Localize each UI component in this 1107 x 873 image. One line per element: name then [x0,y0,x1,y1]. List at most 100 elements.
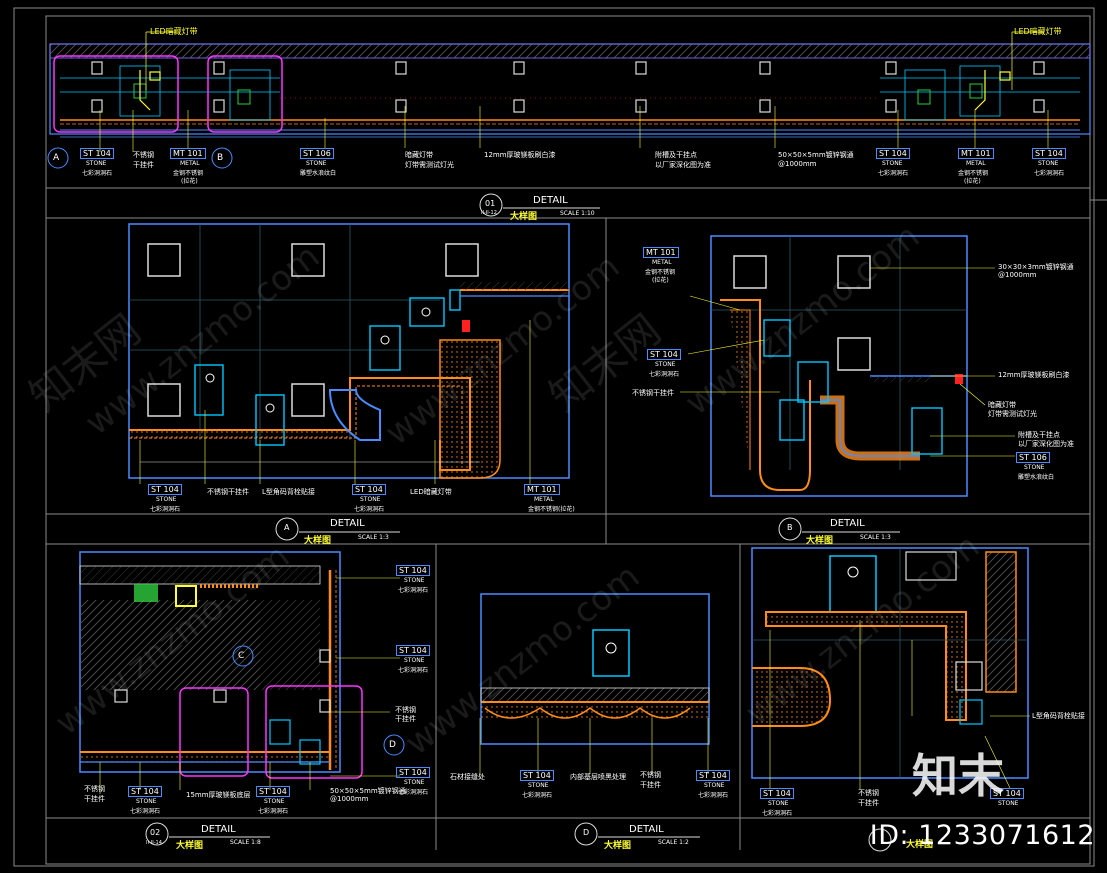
callout-a-angle: L型角码背栓贴接 [262,488,315,496]
tag-e-st104-2: ST 104 [990,788,1024,799]
tag-a-stone: STONE [156,496,177,503]
tag-a-st104-2: ST 104 [352,484,386,495]
callout-bracket2: 以厂家深化图为准 [655,161,711,169]
tag-c-st104-2: ST 104 [396,645,430,656]
panel-c-ref: II-II-14 [146,840,162,846]
callout-c-ss2: 干挂件 [395,715,416,723]
inner-border [45,15,1091,865]
callout-hidden-light: 暗藏灯带 [405,151,433,159]
tag-a-metal: METAL [534,496,554,503]
callout-steel50: 50×50×5mm镀锌钢通 [778,151,854,159]
panel-top-sub: 大样图 [510,212,538,222]
tag-e-st104-1: ST 104 [760,788,794,799]
callout-led-left: LED暗藏灯带 [150,27,198,36]
tag-a-mt-note: (拉花) [558,506,575,513]
callout-bracket: 附槽及干挂点 [655,151,697,159]
panel-d-num: D [583,828,590,837]
tag-c-stone-3: STONE [404,779,425,786]
callout-ss-1: 不锈钢 [133,151,154,159]
panel-a-num: A [284,523,290,532]
tag-mt-desc-2: 金钢不锈钢 [958,170,989,177]
tag-mt-note-1: (拉花) [181,178,198,185]
sheet-border [13,7,1095,867]
detail-d-drawing [479,593,710,774]
tag-mt101-1: MT 101 [170,148,206,159]
callout-d-joint: 石材接缝处 [450,773,485,781]
title-underlines [169,207,900,838]
tag-st104-3: ST 104 [1032,148,1066,159]
tag-b-stone-2: STONE [1024,464,1045,471]
tag-b-mt-note: (拉花) [652,277,669,284]
tag-stone-4: STONE [1038,160,1059,167]
tag-c-desc-2: 七彩洞洞石 [398,667,429,674]
callout-b-steel30: 30×30×3mm镀锌钢通 [998,263,1074,271]
panel-c-sub: 大样图 [176,841,204,851]
tag-st104-1: ST 104 [80,148,114,159]
callout-c-ss: 不锈钢 [395,706,416,714]
tag-a-mt-desc: 金钢不锈钢 [528,506,559,513]
callout-d-ss2: 干挂件 [640,781,661,789]
tag-d-stone-1: STONE [528,782,549,789]
tag-metal-2: METAL [966,160,986,167]
callout-a-ss: 不锈钢干挂件 [207,488,249,496]
marker-b-top: B [217,153,224,163]
tag-c-stone-5: STONE [264,798,285,805]
panel-e-sub: 大样图 [906,840,934,850]
callout-led-right: LED暗藏灯带 [1014,27,1062,36]
tag-e-stone-2: STONE [998,800,1019,807]
panel-top-scale: SCALE 1:10 [560,210,595,217]
tag-b-stone: STONE [655,361,676,368]
tag-a-stone-2: STONE [360,496,381,503]
callout-steel50b: @1000mm [778,160,817,168]
tag-b-mt-desc: 金钢不锈钢 [645,269,676,276]
tag-a-st104: ST 104 [148,484,182,495]
callout-b-steel30b: @1000mm [998,271,1037,279]
callout-b-bracket2: 以厂家深化图为准 [1018,440,1074,448]
callout-hidden-light2: 灯带需测试灯光 [405,161,454,169]
callout-d-inner: 内部基层喷黑处理 [570,773,626,781]
id-label: ID: 1233071612 [869,820,1095,851]
tag-c-desc-4: 七彩洞洞石 [130,808,161,815]
detail-b-drawing [680,235,1015,497]
top-detail-drawing [49,43,1091,138]
panel-a-sub: 大样图 [304,536,332,546]
tag-a-desc: 七彩洞洞石 [150,506,181,513]
callout-b-bracket: 附槽及干挂点 [1018,431,1060,439]
callout-b-light: 暗藏灯带 [988,401,1016,409]
panel-b-scale: SCALE 1:3 [860,534,891,541]
panel-b-num: B [787,523,793,532]
tag-mt-desc-1: 金钢不锈钢 [173,170,204,177]
tag-st106: ST 106 [300,148,334,159]
tag-metal-1: METAL [180,160,200,167]
marker-c: C [238,651,245,661]
callout-e-ss2: 干挂件 [858,799,879,807]
tag-e-stone-1: STONE [768,800,789,807]
panel-c-scale: SCALE 1:8 [230,839,261,846]
tag-d-desc-1: 七彩洞洞石 [522,792,553,799]
callout-e-angle: L型角码背栓贴接 [1032,712,1085,720]
callout-e-ss: 不锈钢 [858,789,879,797]
tag-c-stone-2: STONE [404,657,425,664]
tag-c-st104-5: ST 104 [256,786,290,797]
tag-b-st106-desc: 雕塑水浪纹白 [1018,474,1055,481]
callout-board12: 12mm厚玻镁板刷白漆 [484,151,556,159]
tag-b-desc: 七彩洞洞石 [649,371,680,378]
callout-ss-1b: 干挂件 [133,161,154,169]
tag-d-stone-2: STONE [704,782,725,789]
panel-b-title: DETAIL [830,518,865,529]
detail-e-drawing [751,547,1030,790]
panel-b-sub: 大样图 [806,536,834,546]
callout-c-ss-bottom: 不锈钢 [84,785,105,793]
panel-d-scale: SCALE 1:2 [658,839,689,846]
tag-c-desc-3: 七彩洞洞石 [398,789,429,796]
tag-d-desc-2: 七彩洞洞石 [698,792,729,799]
tag-c-desc-5: 七彩洞洞石 [258,808,289,815]
tag-c-desc-1: 七彩洞洞石 [398,587,429,594]
tag-a-desc-2: 七彩洞洞石 [354,506,385,513]
callout-c-steel2: @1000mm [330,795,369,803]
callout-c-board15: 15mm厚玻镁板底层 [186,791,251,799]
tag-c-stone-1: STONE [404,577,425,584]
panel-c-title: DETAIL [201,824,236,835]
tag-stone-2: STONE [306,160,327,167]
